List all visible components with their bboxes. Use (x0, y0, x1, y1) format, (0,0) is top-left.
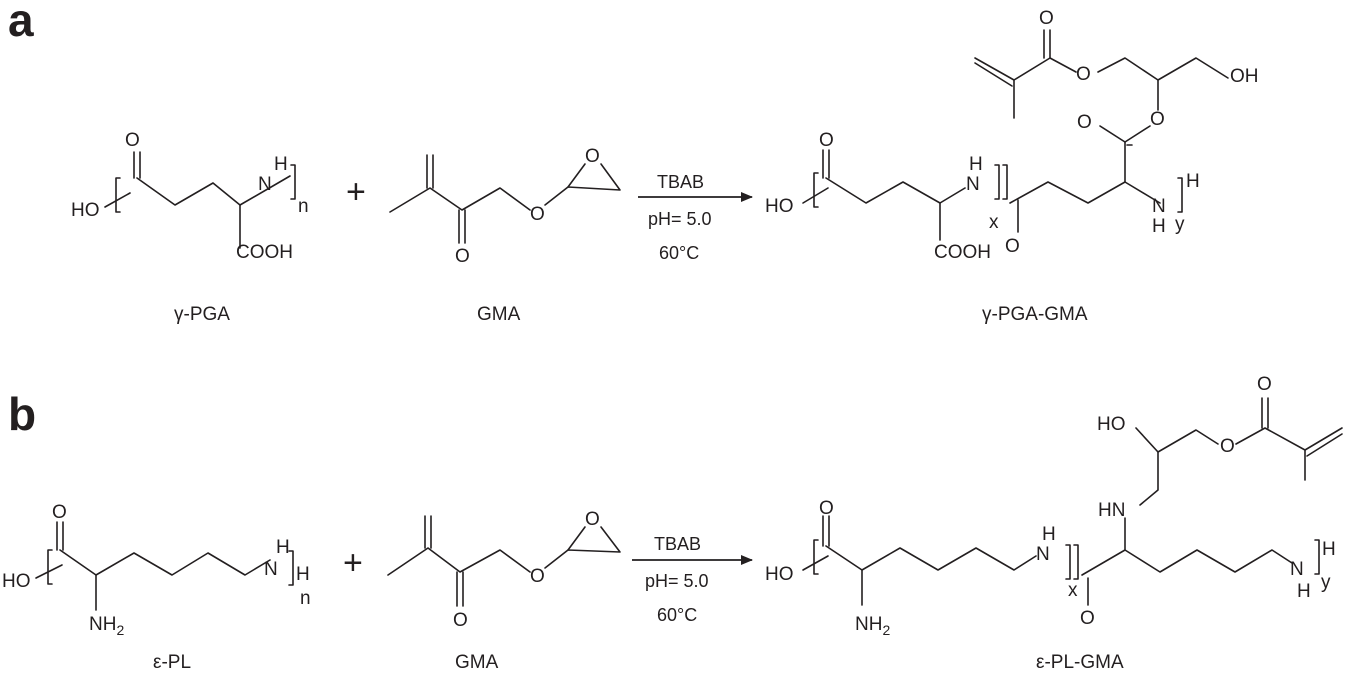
pl-gma-h2-label: H (1322, 539, 1336, 560)
pga-gma-h3-label: H (1152, 216, 1166, 237)
pl-gma-y-label: y (1321, 572, 1331, 593)
pga-gma-h2-label: H (1186, 171, 1200, 192)
pl-gma-n2-label: N (1290, 559, 1304, 580)
epsilon-pl-gma-caption: ε-PL-GMA (1036, 652, 1124, 673)
pga-gma-cooh-label: COOH (934, 242, 991, 263)
gma-a-carbonyl-o: O (455, 246, 470, 267)
reaction-arrow-b: TBAB pH= 5.0 60°C (632, 534, 753, 625)
temperature-label-a: 60°C (659, 243, 699, 263)
pga-gma-h1-label: H (969, 154, 983, 175)
pga-gma-x-label: x (989, 212, 999, 233)
pga-n-subscript: n (298, 196, 309, 217)
pga-gma-n1-label: N (966, 174, 980, 195)
pl-gma-o2-label: O (1080, 608, 1095, 629)
pl-gma-x-label: x (1068, 580, 1078, 601)
gma-b-ether-o: O (530, 566, 545, 587)
temperature-label-b: 60°C (657, 605, 697, 625)
pl-nh2-label: NH2 (89, 614, 124, 638)
gamma-pga-gma-caption: γ-PGA-GMA (982, 304, 1088, 325)
gma-structure-a: O O O GMA (389, 146, 621, 325)
gma-b-caption: GMA (455, 652, 499, 673)
pl-gma-nh2-label: NH2 (855, 614, 890, 638)
pl-gma-h3-label: H (1297, 581, 1311, 602)
epsilon-pl-caption: ε-PL (153, 652, 191, 673)
pl-gma-hoh-label: HO (1097, 414, 1126, 435)
epsilon-pl-structure: HO O N H H n NH2 ε-PL (2, 502, 311, 673)
pga-gma-o1-label: O (819, 130, 834, 151)
pga-gma-o4-label: O (1150, 109, 1165, 130)
gma-a-epoxide-o: O (585, 146, 600, 167)
pl-gma-hn-label: HN (1098, 500, 1125, 521)
gamma-pga-gma-structure: HO O N H x COOH O O O O O OH N H H y γ-P… (765, 8, 1259, 325)
pl-n-subscript: n (300, 588, 311, 609)
pga-gma-n2-label: N (1152, 196, 1166, 217)
pl-h-end-label: H (296, 564, 310, 585)
panel-a: a HO O N H n COOH γ-PGA + O O (8, 0, 1259, 325)
pl-gma-ho-label: HO (765, 564, 794, 585)
pl-gma-o1-label: O (819, 498, 834, 519)
pga-gma-o6-label: O (1039, 8, 1054, 29)
pl-gma-n1-label: N (1036, 544, 1050, 565)
pl-ho-label: HO (2, 571, 31, 592)
pga-gma-oh-label: OH (1230, 66, 1259, 87)
panel-b-letter: b (8, 388, 36, 440)
panel-b: b HO O N H H n NH2 ε-PL + O O (2, 374, 1343, 673)
pl-gma-o4-label: O (1257, 374, 1272, 395)
pga-n-label: N (258, 174, 272, 195)
pga-gma-o2-label: O (1005, 236, 1020, 257)
gma-b-epoxide-o: O (585, 509, 600, 530)
gma-b-carbonyl-o: O (453, 610, 468, 631)
gamma-pga-structure: HO O N H n COOH γ-PGA (71, 130, 309, 325)
panel-b-plus-sign: + (343, 544, 363, 582)
pga-cooh-label: COOH (236, 242, 293, 263)
catalyst-label-a: TBAB (657, 172, 704, 192)
ph-label-a: pH= 5.0 (648, 209, 712, 229)
pl-n-label: N (264, 559, 278, 580)
pl-h-label: H (276, 537, 290, 558)
catalyst-label-b: TBAB (654, 534, 701, 554)
pl-gma-o3-label: O (1220, 436, 1235, 457)
reaction-arrow-a: TBAB pH= 5.0 60°C (638, 172, 753, 263)
pga-o-label: O (125, 130, 140, 151)
gamma-pga-caption: γ-PGA (174, 304, 230, 325)
pga-gma-ho-label: HO (765, 196, 794, 217)
epsilon-pl-gma-structure: HO O NH2 N H x O HN HO O O N H H y ε-PL-… (765, 374, 1343, 673)
pl-gma-h1-label: H (1042, 524, 1056, 545)
pga-gma-o3-label: O (1077, 112, 1092, 133)
gma-structure-b: O O O GMA (387, 509, 621, 673)
pga-gma-o5-label: O (1076, 64, 1091, 85)
gma-a-ether-o: O (530, 204, 545, 225)
panel-a-letter: a (8, 0, 34, 46)
pga-h-label: H (274, 154, 288, 175)
pga-gma-y-label: y (1175, 214, 1185, 235)
panel-a-plus-sign: + (346, 173, 366, 211)
pl-o-label: O (52, 502, 67, 523)
pga-ho-label: HO (71, 200, 100, 221)
ph-label-b: pH= 5.0 (645, 571, 709, 591)
gma-a-caption: GMA (477, 304, 521, 325)
